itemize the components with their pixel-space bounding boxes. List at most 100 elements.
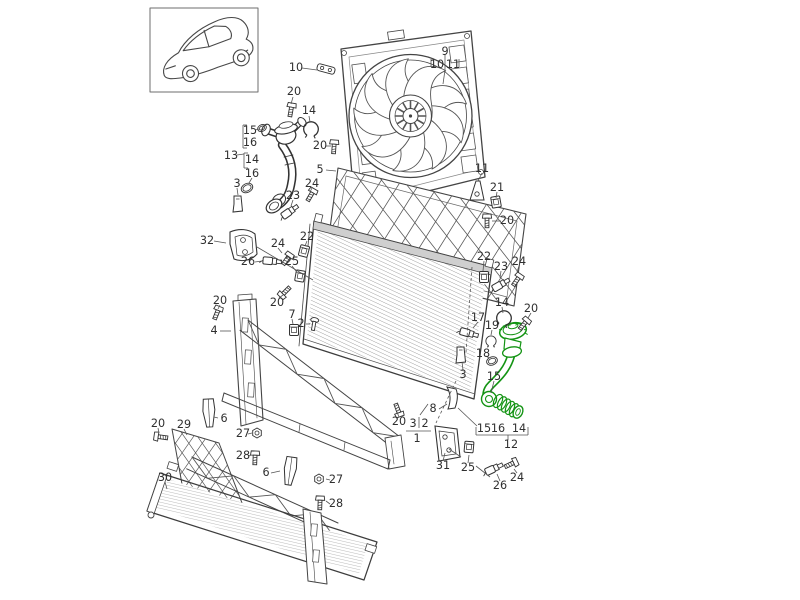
callout-10[interactable]: 10: [430, 58, 444, 71]
leader-line: [513, 468, 518, 474]
fan-shroud-assembly[interactable]: [340, 29, 486, 210]
callout-26[interactable]: 26: [241, 255, 255, 268]
callout-20[interactable]: 20: [287, 85, 301, 98]
callout-17[interactable]: 17: [471, 311, 485, 324]
callout-5[interactable]: 5: [316, 163, 323, 176]
leader-line: [501, 306, 504, 314]
part-big31: [434, 425, 461, 462]
callout-23[interactable]: 23: [286, 189, 300, 202]
callout-25[interactable]: 25: [285, 255, 299, 268]
upper-coolant-pipe[interactable]: [260, 116, 308, 216]
part-cclamp: [485, 335, 497, 348]
leader-line: [291, 265, 297, 272]
callout-3[interactable]: 3: [459, 368, 466, 381]
leader-line: [442, 452, 446, 462]
callout-16[interactable]: 16: [243, 136, 257, 149]
callout-24[interactable]: 24: [271, 237, 285, 250]
callout-1[interactable]: 1: [413, 432, 420, 445]
callout-3[interactable]: 3: [233, 177, 240, 190]
leader-line: [448, 448, 462, 458]
callout-9[interactable]: 9: [441, 45, 448, 58]
leader-line: [290, 199, 294, 207]
callout-14[interactable]: 14: [302, 104, 316, 117]
callout-15[interactable]: 15: [477, 422, 491, 435]
part-bolt: [153, 431, 169, 442]
part-bolt: [393, 402, 405, 419]
callout-20[interactable]: 20: [392, 415, 406, 428]
part-lbr8: [446, 386, 458, 410]
callout-10[interactable]: 10: [289, 61, 303, 74]
callout-27[interactable]: 27: [329, 473, 343, 486]
callout-20[interactable]: 20: [500, 214, 514, 227]
callout-22[interactable]: 22: [477, 250, 491, 263]
part-bolt: [305, 186, 319, 203]
callout-11[interactable]: 11: [446, 58, 460, 71]
callout-20[interactable]: 20: [524, 302, 538, 315]
callout-16[interactable]: 16: [491, 422, 505, 435]
callout-27[interactable]: 27: [236, 427, 250, 440]
leader-line: [277, 247, 283, 254]
callout-23[interactable]: 23: [494, 260, 508, 273]
leader-line: [308, 115, 311, 123]
part-bolt: [517, 315, 533, 331]
highlighted-coolant-hose[interactable]: [480, 320, 528, 419]
leader-line: [236, 187, 239, 196]
callout-11[interactable]: 11: [475, 162, 489, 175]
callout-15[interactable]: 15: [487, 370, 501, 383]
callout-14[interactable]: 14: [245, 153, 259, 166]
mounting-frame[interactable]: [232, 293, 406, 470]
callout-16[interactable]: 16: [245, 167, 259, 180]
callout-13[interactable]: 13: [224, 149, 238, 162]
callout-24[interactable]: 24: [510, 471, 524, 484]
callout-20[interactable]: 20: [213, 294, 227, 307]
callout-2[interactable]: 2: [421, 417, 428, 430]
leader-line: [419, 403, 429, 416]
leader-line: [467, 454, 470, 464]
part-molded32: [229, 229, 258, 262]
leader-line: [164, 481, 168, 490]
callout-20[interactable]: 20: [151, 417, 165, 430]
callout-14[interactable]: 14: [495, 296, 509, 309]
leader-line: [291, 318, 294, 325]
leader-line: [482, 260, 485, 272]
part-oring: [257, 123, 267, 133]
crossmember-bar[interactable]: [221, 392, 391, 470]
callout-29[interactable]: 29: [177, 418, 191, 431]
radiator[interactable]: [298, 212, 495, 400]
callout-18[interactable]: 18: [476, 347, 490, 360]
callout-19[interactable]: 19: [485, 319, 499, 332]
callout-26[interactable]: 26: [493, 479, 507, 492]
callout-32[interactable]: 32: [200, 234, 214, 247]
callout-4[interactable]: 4: [210, 324, 217, 337]
leader-line: [325, 500, 331, 505]
callout-8[interactable]: 8: [429, 402, 436, 415]
leader-line: [254, 260, 263, 263]
leader-line: [217, 304, 221, 310]
callout-14[interactable]: 14: [512, 422, 526, 435]
callout-6[interactable]: 6: [220, 412, 227, 425]
callout-21[interactable]: 21: [490, 181, 504, 194]
leader-line: [499, 270, 502, 279]
callout-7[interactable]: 7: [288, 308, 295, 321]
part-bolt: [249, 450, 261, 466]
callout-24[interactable]: 24: [512, 255, 526, 268]
callout-12[interactable]: 12: [504, 438, 518, 451]
callout-3[interactable]: 3: [409, 417, 416, 430]
callout-28[interactable]: 28: [236, 449, 250, 462]
callout-30[interactable]: 30: [158, 471, 172, 484]
callout-28[interactable]: 28: [329, 497, 343, 510]
callout-31[interactable]: 31: [436, 459, 450, 472]
callout-6[interactable]: 6: [262, 466, 269, 479]
part-nut: [314, 473, 324, 485]
leader-line: [396, 411, 400, 418]
callout-2[interactable]: 2: [297, 317, 304, 330]
callout-20[interactable]: 20: [270, 296, 284, 309]
leader-line: [435, 380, 457, 424]
callout-22[interactable]: 22: [300, 230, 314, 243]
callout-25[interactable]: 25: [461, 461, 475, 474]
callout-15[interactable]: 15: [243, 124, 257, 137]
callout-20[interactable]: 20: [313, 139, 327, 152]
part-bolt: [212, 304, 224, 321]
callout-24[interactable]: 24: [305, 177, 319, 190]
